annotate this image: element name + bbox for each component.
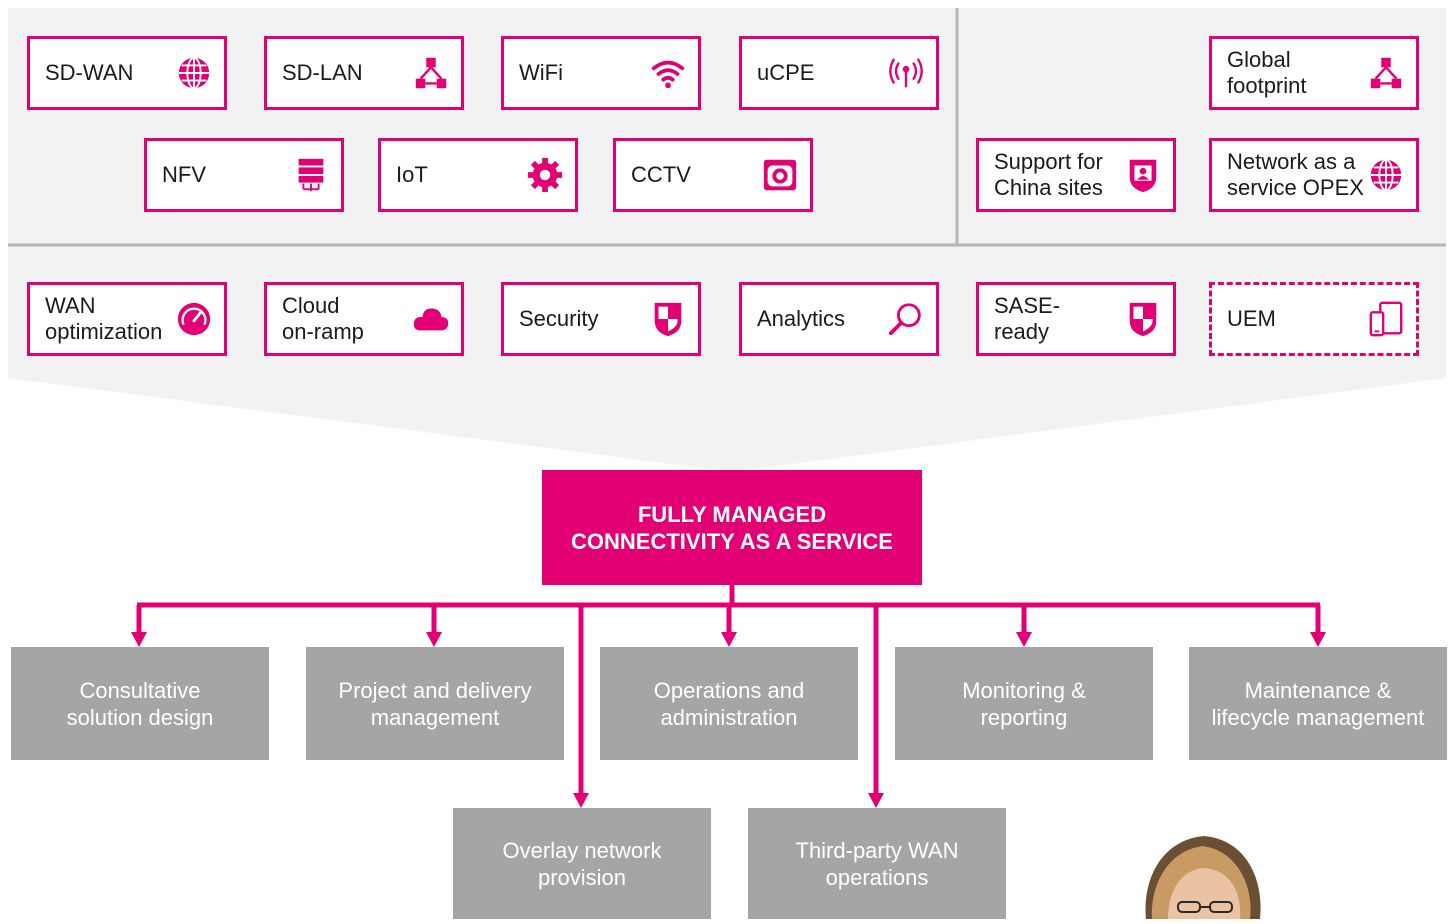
mobile-devices-icon: [1366, 299, 1406, 339]
network-nodes-icon: [411, 53, 451, 93]
service-maintenance: Maintenance & lifecycle management: [1189, 647, 1447, 760]
signal-antenna-icon: [886, 53, 926, 93]
tile-global-footprint: Global footprint: [1209, 36, 1419, 110]
service-consultative: Consultative solution design: [11, 647, 269, 760]
tile-label: NFV: [162, 162, 206, 187]
tile-label: WiFi: [519, 60, 563, 85]
tile-label: Network as a service OPEX: [1227, 149, 1364, 200]
arrowhead: [426, 632, 442, 647]
core-service-box: FULLY MANAGED CONNECTIVITY AS A SERVICE: [542, 470, 922, 585]
tile-wan-optimization: WAN optimization: [27, 282, 227, 356]
server-rack-icon: [291, 155, 331, 195]
tile-label: CCTV: [631, 162, 691, 187]
tile-wifi: WiFi: [501, 36, 701, 110]
tile-analytics: Analytics: [739, 282, 939, 356]
user-badge-icon: [1123, 155, 1163, 195]
camera-icon: [760, 155, 800, 195]
wifi-icon: [648, 53, 688, 93]
shield-icon: [648, 299, 688, 339]
tile-sd-wan: SD-WAN: [27, 36, 227, 110]
tile-label: IoT: [396, 162, 428, 187]
arrowhead: [573, 793, 589, 808]
tile-naas-opex: Network as a service OPEX: [1209, 138, 1419, 212]
tile-sase-ready: SASE- ready: [976, 282, 1176, 356]
service-third-party: Third-party WAN operations: [748, 808, 1006, 919]
tile-security: Security: [501, 282, 701, 356]
tile-ucpe: uCPE: [739, 36, 939, 110]
tile-label: SD-LAN: [282, 60, 363, 85]
arrowhead: [131, 632, 147, 647]
tile-label: Analytics: [757, 306, 846, 331]
tile-label: SD-WAN: [45, 60, 134, 85]
tile-iot: IoT: [378, 138, 578, 212]
arrowhead: [868, 793, 884, 808]
arrowhead: [1310, 632, 1326, 647]
tile-label: Cloud on-ramp: [282, 293, 364, 344]
magnifier-icon: [886, 299, 926, 339]
tile-label: Support for China sites: [994, 149, 1103, 200]
arrowhead: [1016, 632, 1032, 647]
person-photo: [1138, 832, 1268, 919]
service-project-delivery: Project and delivery management: [306, 647, 564, 760]
shield-icon: [1123, 299, 1163, 339]
speedometer-icon: [174, 299, 214, 339]
service-operations: Operations and administration: [600, 647, 858, 760]
network-nodes-icon: [1366, 53, 1406, 93]
globe-icon: [174, 53, 214, 93]
tile-nfv: NFV: [144, 138, 344, 212]
tile-label: UEM: [1227, 306, 1276, 331]
tile-cloud-on-ramp: Cloud on-ramp: [264, 282, 464, 356]
tile-uem: UEM: [1209, 282, 1419, 356]
tile-label: Global footprint: [1227, 47, 1307, 98]
cloud-icon: [411, 299, 451, 339]
arrowhead: [721, 632, 737, 647]
globe-icon: [1366, 155, 1406, 195]
tile-sd-lan: SD-LAN: [264, 36, 464, 110]
tile-label: Security: [519, 306, 599, 331]
service-overlay: Overlay network provision: [453, 808, 711, 919]
gear-icon: [525, 155, 565, 195]
tile-label: SASE- ready: [994, 293, 1061, 344]
tile-label: uCPE: [757, 60, 815, 85]
tile-cctv: CCTV: [613, 138, 813, 212]
service-monitoring: Monitoring & reporting: [895, 647, 1153, 760]
tile-china-sites: Support for China sites: [976, 138, 1176, 212]
tile-label: WAN optimization: [45, 293, 163, 344]
